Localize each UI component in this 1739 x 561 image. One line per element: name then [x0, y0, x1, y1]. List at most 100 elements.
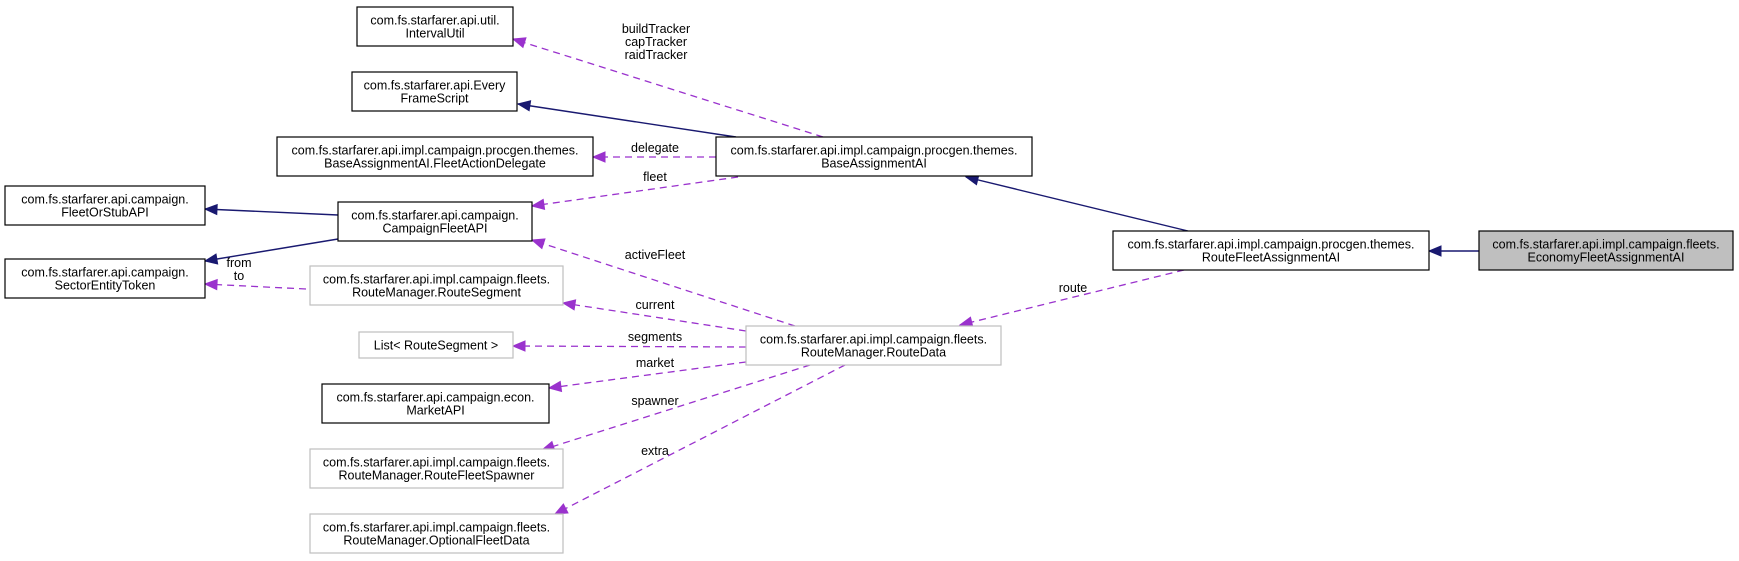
- class-name-line: RouteFleetAssignmentAI: [1202, 251, 1340, 265]
- edge-route_data-to-optional_fleet_data: extra: [553, 364, 846, 515]
- edge-route_data-to-campaign_fleet_api: activeFleet: [530, 238, 796, 327]
- edge-label: route: [1059, 281, 1088, 295]
- class-name-line: com.fs.starfarer.api.impl.campaign.fleet…: [323, 521, 550, 535]
- class-box: [745, 325, 1002, 366]
- edge-route_data-to-list_route_segment: segments: [511, 330, 747, 352]
- usage-line: [562, 302, 747, 332]
- class-name-line: RouteManager.RouteData: [801, 346, 946, 360]
- class-node-route-data[interactable]: com.fs.starfarer.api.impl.campaign.fleet…: [745, 325, 1002, 366]
- class-name-line: com.fs.starfarer.api.campaign.: [351, 209, 518, 223]
- class-name-line: FleetOrStubAPI: [61, 206, 149, 220]
- class-name-line: EconomyFleetAssignmentAI: [1527, 251, 1684, 265]
- class-box: [309, 448, 564, 489]
- class-name-line: com.fs.starfarer.api.impl.campaign.procg…: [292, 144, 579, 158]
- class-box: [1112, 230, 1430, 271]
- class-node-market-api[interactable]: com.fs.starfarer.api.campaign.econ.Marke…: [321, 383, 550, 424]
- arrowhead-icon: [1427, 245, 1442, 257]
- edge-route_fleet_assignment_ai-to-base_assignment_ai: [964, 174, 1189, 232]
- arrowhead-icon: [530, 198, 546, 210]
- class-box: [1478, 230, 1734, 271]
- class-name-line: com.fs.starfarer.api.util.: [370, 14, 499, 28]
- usage-line: [512, 345, 747, 348]
- class-name-line: BaseAssignmentAI: [821, 157, 927, 171]
- class-box: [4, 258, 206, 299]
- inheritance-line: [517, 103, 737, 138]
- class-name-line: com.fs.starfarer.api.impl.campaign.fleet…: [1492, 238, 1719, 252]
- edge-label: from: [227, 256, 252, 270]
- usage-line: [204, 283, 307, 290]
- edge-base_assignment_ai-to-fleet_action_delegate: delegate: [591, 141, 716, 163]
- class-box: [337, 201, 533, 242]
- class-node-campaign-fleet-api[interactable]: com.fs.starfarer.api.campaign.CampaignFl…: [337, 201, 533, 242]
- class-name-line: com.fs.starfarer.api.campaign.: [21, 193, 188, 207]
- inheritance-line: [204, 208, 339, 216]
- class-name-line: com.fs.starfarer.api.impl.campaign.fleet…: [323, 456, 550, 470]
- usage-line: [512, 38, 824, 138]
- arrowhead-icon: [561, 299, 577, 311]
- class-node-route-fleet-assignment-ai[interactable]: com.fs.starfarer.api.impl.campaign.procg…: [1112, 230, 1430, 271]
- class-box: [351, 71, 518, 112]
- usage-line: [548, 361, 747, 389]
- class-node-fleet-action-delegate[interactable]: com.fs.starfarer.api.impl.campaign.procg…: [276, 136, 594, 177]
- class-name-line: com.fs.starfarer.api.campaign.: [21, 266, 188, 280]
- arrowhead-icon: [203, 253, 219, 265]
- class-name-line: List< RouteSegment >: [374, 339, 498, 353]
- edge-base_assignment_ai-to-every_frame_script: [516, 100, 737, 138]
- class-node-interval-util[interactable]: com.fs.starfarer.api.util.IntervalUtil: [356, 6, 514, 47]
- class-name-line: MarketAPI: [406, 404, 464, 418]
- edge-route_data-to-route_fleet_spawner: spawner: [540, 364, 811, 452]
- class-name-line: SectorEntityToken: [55, 279, 156, 293]
- class-name-line: com.fs.starfarer.api.campaign.econ.: [336, 391, 534, 405]
- arrowhead-icon: [203, 203, 218, 216]
- class-name-line: com.fs.starfarer.api.impl.campaign.procg…: [1128, 238, 1415, 252]
- usage-line: [531, 176, 739, 207]
- edge-campaign_fleet_api-to-sector_entity_token: [203, 238, 339, 265]
- arrowhead-icon: [553, 503, 569, 515]
- class-box: [321, 383, 550, 424]
- class-node-economy-fleet-assignment-ai[interactable]: com.fs.starfarer.api.impl.campaign.fleet…: [1478, 230, 1734, 271]
- class-node-route-fleet-spawner[interactable]: com.fs.starfarer.api.impl.campaign.fleet…: [309, 448, 564, 489]
- arrowhead-icon: [511, 340, 526, 352]
- edge-label: extra: [641, 444, 669, 458]
- edge-label: current: [636, 298, 675, 312]
- class-node-list-route-segment[interactable]: List< RouteSegment >: [358, 331, 514, 359]
- nodes-layer: com.fs.starfarer.api.util.IntervalUtilco…: [4, 6, 1734, 554]
- edge-label: fleet: [643, 170, 667, 184]
- usage-line: [541, 364, 811, 451]
- edge-economy_fleet_assignment_ai-to-route_fleet_assignment_ai: [1427, 245, 1479, 257]
- class-name-line: com.fs.starfarer.api.impl.campaign.fleet…: [760, 333, 987, 347]
- class-box: [358, 331, 514, 359]
- edge-label: activeFleet: [625, 248, 686, 262]
- edge-label: spawner: [631, 394, 678, 408]
- edge-route_fleet_assignment_ai-to-route_data: route: [958, 269, 1185, 328]
- arrowhead-icon: [591, 151, 606, 163]
- class-node-optional-fleet-data[interactable]: com.fs.starfarer.api.impl.campaign.fleet…: [309, 513, 564, 554]
- edge-label: capTracker: [625, 35, 687, 49]
- usage-line: [554, 364, 846, 515]
- class-name-line: IntervalUtil: [405, 27, 464, 41]
- edge-label: raidTracker: [625, 48, 688, 62]
- class-name-line: com.fs.starfarer.api.impl.campaign.fleet…: [323, 273, 550, 287]
- arrowhead-icon: [203, 278, 218, 291]
- class-name-line: FrameScript: [400, 92, 469, 106]
- class-node-base-assignment-ai[interactable]: com.fs.starfarer.api.impl.campaign.procg…: [715, 136, 1033, 177]
- arrowhead-icon: [516, 100, 532, 112]
- edge-route_data-to-market_api: market: [547, 356, 747, 393]
- class-name-line: com.fs.starfarer.api.Every: [364, 79, 506, 93]
- usage-line: [959, 269, 1185, 326]
- arrowhead-icon: [530, 238, 546, 250]
- class-node-fleet-or-stub-api[interactable]: com.fs.starfarer.api.campaign.FleetOrStu…: [4, 185, 206, 226]
- class-node-route-segment[interactable]: com.fs.starfarer.api.impl.campaign.fleet…: [309, 265, 564, 306]
- usage-line: [531, 239, 796, 327]
- edge-label: buildTracker: [622, 22, 690, 36]
- class-name-line: RouteManager.RouteFleetSpawner: [339, 469, 535, 483]
- edge-label: delegate: [631, 141, 679, 155]
- class-name-line: com.fs.starfarer.api.impl.campaign.procg…: [731, 144, 1018, 158]
- class-box: [4, 185, 206, 226]
- class-node-sector-entity-token[interactable]: com.fs.starfarer.api.campaign.SectorEnti…: [4, 258, 206, 299]
